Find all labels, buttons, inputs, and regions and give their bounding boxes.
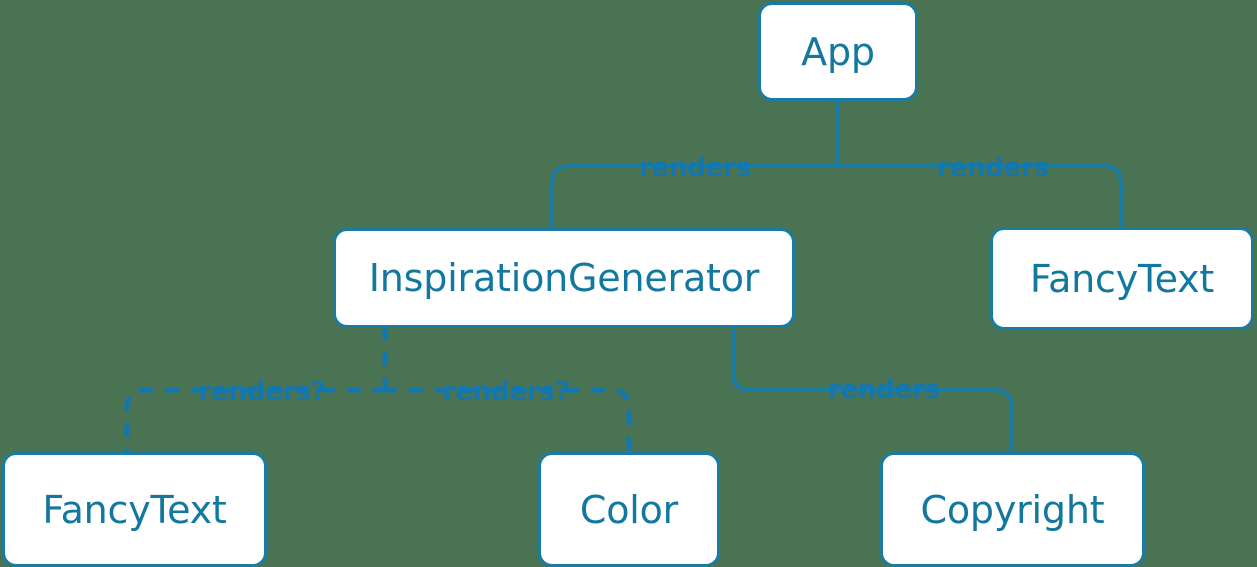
edge-inspirationgenerator-to-fancytext-bottom (124, 387, 388, 455)
edge-label-inspirationgenerator-color: renders? (442, 377, 570, 407)
node-fancytext-bottom-label: FancyText (42, 487, 227, 532)
node-copyright[interactable]: Copyright (880, 452, 1145, 567)
node-app[interactable]: App (758, 2, 918, 101)
node-copyright-label: Copyright (920, 487, 1105, 532)
edge-label-app-inspirationgenerator: renders (638, 153, 752, 183)
node-fancytext-right-label: FancyText (1029, 256, 1215, 301)
edge-inspirationgenerator-to-color (382, 387, 632, 455)
edge-app-to-inspirationgenerator (550, 164, 839, 230)
node-app-label: App (801, 29, 875, 74)
node-inspirationgenerator[interactable]: InspirationGenerator (333, 228, 795, 328)
edge-inspirationgenerator-to-copyright (731, 326, 1014, 454)
node-fancytext-right[interactable]: FancyText (990, 227, 1254, 330)
node-color-label: Color (579, 487, 679, 532)
edge-label-app-fancytext: renders (936, 153, 1050, 183)
edge-app-to-fancytext-right (835, 164, 1123, 229)
edge-label-inspirationgenerator-copyright: renders (827, 375, 941, 405)
edge-label-inspirationgenerator-fancytext: renders? (198, 377, 326, 407)
node-color[interactable]: Color (538, 452, 720, 567)
node-inspirationgenerator-label: InspirationGenerator (368, 256, 760, 300)
node-fancytext-bottom[interactable]: FancyText (2, 452, 267, 567)
